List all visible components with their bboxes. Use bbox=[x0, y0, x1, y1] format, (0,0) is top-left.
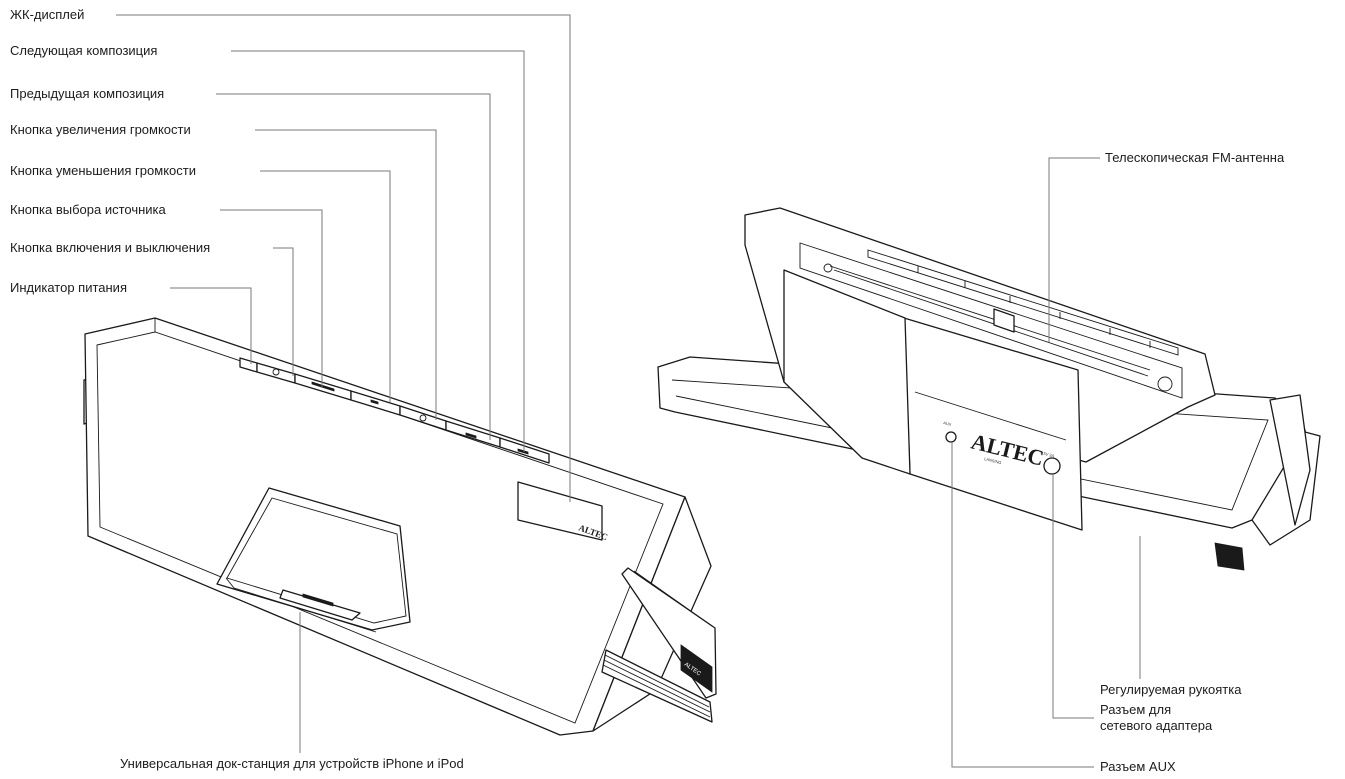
label-power-adapter-jack-line1: Разъем для bbox=[1100, 702, 1172, 717]
lcd-display-window bbox=[517, 481, 603, 541]
leader-lines bbox=[116, 14, 1141, 768]
rear-view-device: ALTEC LANSING AUX 7.5V 3A bbox=[657, 207, 1321, 571]
label-aux-jack: Разъем AUX bbox=[1100, 759, 1176, 774]
label-volume-down: Кнопка уменьшения громкости bbox=[10, 163, 196, 178]
aux-port-marking: AUX bbox=[943, 420, 953, 427]
label-power-adapter-jack: Разъем для сетевого адаптера bbox=[1100, 702, 1212, 734]
label-lcd-display: ЖК-дисплей bbox=[10, 7, 85, 22]
label-previous-track: Предыдущая композиция bbox=[10, 86, 165, 101]
label-source-select: Кнопка выбора источника bbox=[10, 202, 166, 217]
aux-jack-shape bbox=[945, 431, 957, 443]
power-port-marking: 7.5V 3A bbox=[1040, 450, 1055, 458]
label-universal-dock: Универсальная док-станция для устройств … bbox=[120, 756, 464, 771]
power-jack-shape bbox=[1043, 457, 1061, 475]
label-power-indicator: Индикатор питания bbox=[10, 280, 127, 295]
label-adjustable-handle: Регулируемая рукоятка bbox=[1100, 682, 1242, 697]
rear-brand-sub: LANSING bbox=[984, 456, 1002, 465]
label-volume-up: Кнопка увеличения громкости bbox=[10, 122, 191, 137]
control-strip bbox=[239, 357, 550, 464]
front-view-device: ALTEC bbox=[83, 317, 717, 736]
label-power-button: Кнопка включения и выключения bbox=[10, 240, 211, 255]
front-stand: ALTEC bbox=[601, 567, 717, 723]
dock-well bbox=[216, 487, 411, 633]
label-power-adapter-jack-line2: сетевого адаптера bbox=[1100, 718, 1213, 733]
label-next-track: Следующая композиция bbox=[10, 43, 158, 58]
label-fm-antenna: Телескопическая FM-антенна bbox=[1105, 150, 1285, 165]
